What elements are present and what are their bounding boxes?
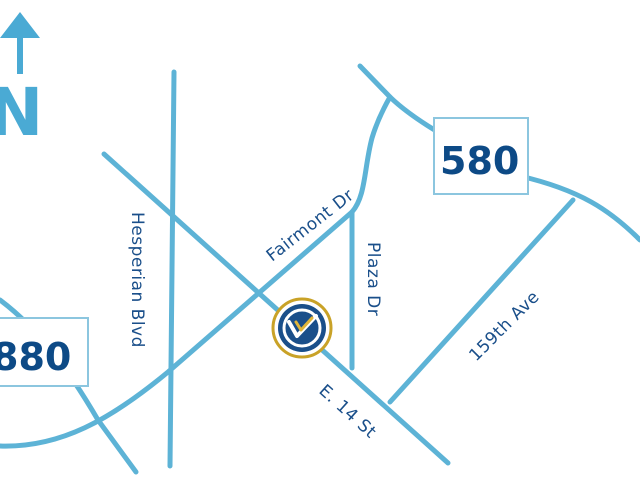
shield-880-label: 880 [0, 335, 71, 379]
highway-shield-580: 580 [433, 117, 529, 195]
north-letter: N [0, 74, 43, 151]
location-marker-icon[interactable] [271, 297, 333, 359]
road-159th-ave [387, 197, 576, 405]
road-hesperian-blvd [167, 69, 177, 469]
north-arrow-icon: N [0, 12, 43, 151]
shield-580-label: 580 [440, 139, 519, 183]
road-fairmont-dr [0, 94, 393, 449]
label-plaza-dr: Plaza Dr [363, 242, 383, 316]
road-network [0, 63, 640, 475]
label-159th-ave: 159th Ave [465, 287, 543, 365]
label-fairmont-dr: Fairmont Dr [263, 185, 358, 266]
road-e14-st [101, 151, 451, 466]
label-hesperian-blvd: Hesperian Blvd [127, 212, 147, 348]
highway-shield-880: 880 [0, 317, 89, 387]
